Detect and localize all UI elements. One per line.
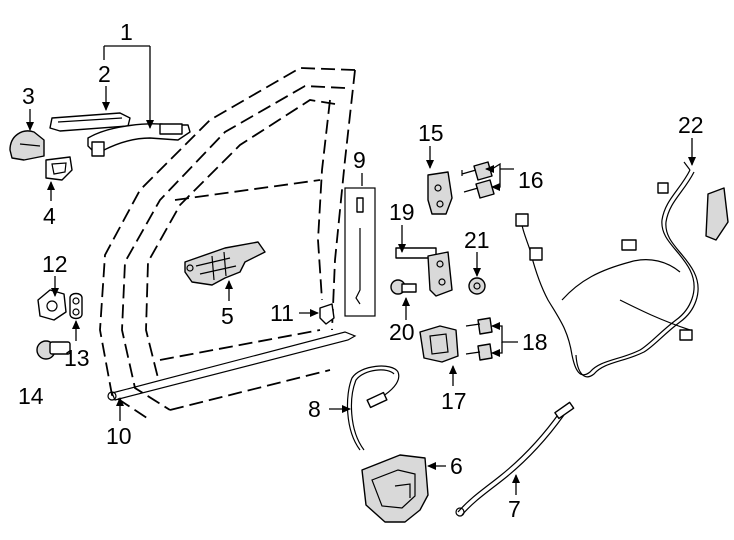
part-12-lock-cylinder (37, 289, 67, 321)
callout-4: 4 (43, 203, 56, 229)
callout-17: 17 (441, 388, 467, 414)
part-16-bolts (461, 161, 495, 199)
part-22-wiring-harness (515, 161, 729, 378)
door-outline (99, 67, 356, 421)
callout-13: 13 (64, 345, 90, 371)
callout-6: 6 (450, 453, 463, 479)
callout-16: 16 (518, 167, 544, 193)
part-17-hinge (419, 325, 459, 363)
part-13-retainer (69, 292, 83, 320)
callout-12: 12 (42, 251, 68, 277)
callout-22: 22 (678, 112, 704, 138)
part-6-latch (361, 454, 429, 523)
callout-20: 20 (389, 319, 415, 345)
part-19-door-check (395, 247, 453, 297)
part-1-outside-handle (87, 123, 191, 157)
callout-2: 2 (98, 61, 111, 87)
part-4-gasket (45, 156, 73, 181)
part-9-rod (344, 187, 376, 317)
callout-8: 8 (308, 396, 321, 422)
part-8-cable (346, 365, 400, 451)
callout-5: 5 (221, 303, 234, 329)
callout-3: 3 (22, 83, 35, 109)
callout-10: 10 (106, 423, 132, 449)
callout-7: 7 (508, 496, 521, 522)
part-10-long-rod (107, 331, 357, 401)
callout-1: 1 (120, 19, 133, 45)
part-18-bolts (465, 317, 493, 361)
callout-15: 15 (418, 120, 444, 146)
callout-labels: 1 2 3 4 5 6 7 8 9 10 11 12 13 14 15 16 1… (18, 19, 704, 522)
callout-21: 21 (464, 227, 490, 253)
part-7-cable (455, 401, 575, 517)
part-5-handle-bracket (184, 241, 266, 286)
part-14-bolt (36, 340, 71, 360)
part-11-clip (319, 303, 335, 325)
callout-11: 11 (270, 300, 294, 326)
callout-14: 14 (18, 383, 44, 409)
leader-lines (26, 45, 696, 495)
callout-18: 18 (522, 329, 548, 355)
callout-9: 9 (353, 147, 366, 173)
part-21-nut (468, 277, 486, 295)
part-15-striker (427, 171, 453, 215)
part-3-handle-cap (9, 130, 45, 161)
part-20-bolt (390, 279, 417, 295)
callout-19: 19 (389, 199, 415, 225)
